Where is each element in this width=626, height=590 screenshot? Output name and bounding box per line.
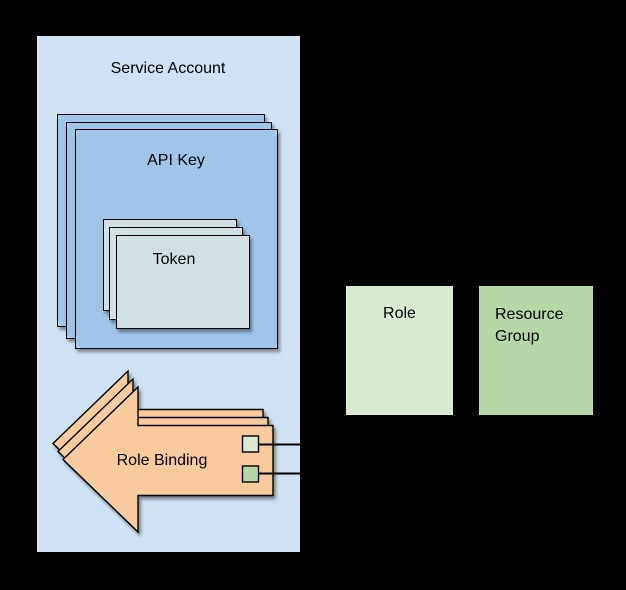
role-box: Role [345,285,454,416]
role-label: Role [383,305,416,322]
resource-group-box: Resource Group [478,285,594,416]
token-card-front [116,235,250,329]
resource-group-label: Resource Group [495,306,564,345]
